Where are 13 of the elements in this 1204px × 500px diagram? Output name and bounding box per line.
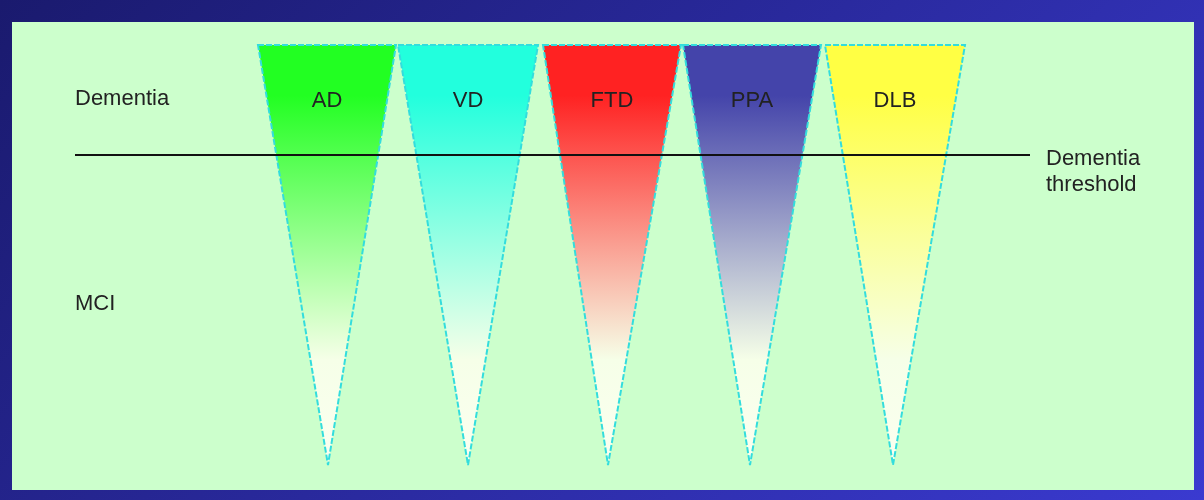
disease-label: FTD — [589, 87, 635, 113]
triangle-shape — [258, 45, 396, 465]
triangle-shape — [398, 45, 538, 465]
triangle-shape — [683, 45, 821, 465]
disease-label: PPA — [729, 87, 775, 113]
disease-label: VD — [451, 87, 485, 113]
disease-label: AD — [310, 87, 344, 113]
axis-label: MCI — [75, 290, 117, 316]
axis-label: Dementia threshold — [1046, 145, 1142, 197]
disease-label: DLB — [872, 87, 918, 113]
triangle-shape — [543, 45, 681, 465]
triangle-shape — [825, 45, 965, 465]
axis-label: Dementia — [75, 85, 171, 111]
